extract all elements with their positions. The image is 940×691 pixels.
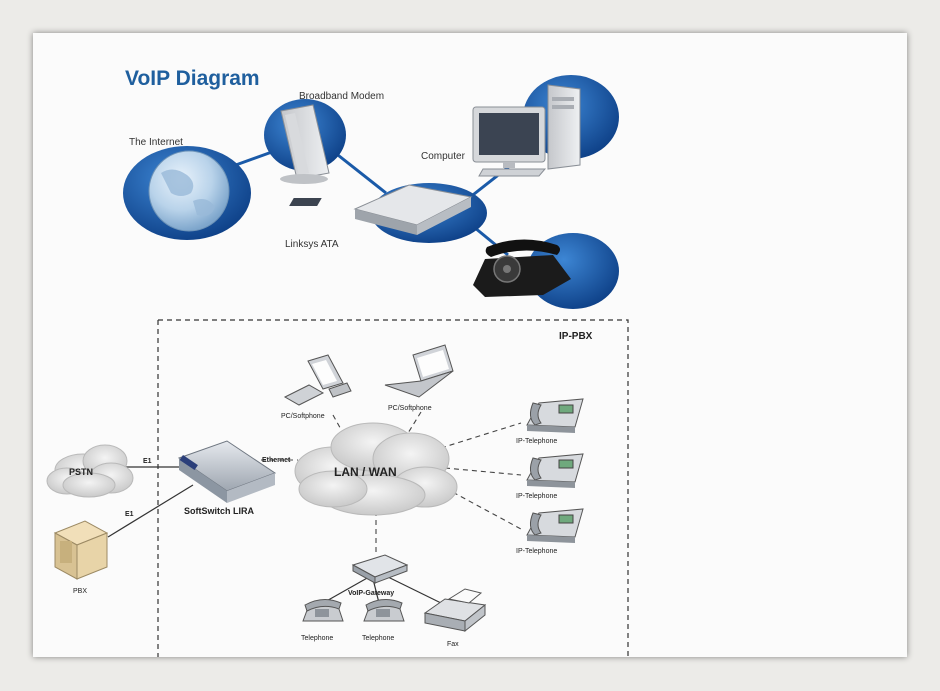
pc-softphone-icon-2 <box>384 344 454 398</box>
modem-icon <box>280 104 330 184</box>
label-ethernet: Ethernet <box>262 457 291 464</box>
label-e1-top: E1 <box>143 458 152 465</box>
computer-node <box>472 75 619 177</box>
fax-icon <box>423 588 487 633</box>
telephone-icon-1 <box>302 599 344 622</box>
label-telephone-2: Telephone <box>362 635 394 642</box>
ata-icon <box>289 184 473 235</box>
modem-node <box>264 99 346 184</box>
pstn-cloud <box>46 444 134 498</box>
ip-telephone-icon-1 <box>526 398 584 433</box>
lan-wan-cloud <box>294 422 458 516</box>
label-ata: Linksys ATA <box>285 239 339 250</box>
label-pc-2: PC/Softphone <box>388 405 432 412</box>
label-telephone-1: Telephone <box>301 635 333 642</box>
softswitch-icon <box>177 440 277 503</box>
telephone-icon-2 <box>363 599 405 622</box>
phone-node <box>473 233 619 309</box>
label-pc-1: PC/Softphone <box>281 413 325 420</box>
ip-telephone-icon-2 <box>526 453 584 488</box>
pstn-links <box>107 466 442 604</box>
label-lan-wan: LAN / WAN <box>334 465 397 479</box>
label-computer: Computer <box>421 151 466 162</box>
voip-gateway-icon <box>351 554 409 584</box>
label-ip-pbx: IP-PBX <box>559 331 593 342</box>
computer-icon <box>472 84 581 177</box>
label-modem: Broadband Modem <box>299 91 384 102</box>
ip-pbx-zone <box>157 319 629 657</box>
internet-node <box>123 146 251 240</box>
label-ip-telephone-2: IP-Telephone <box>516 493 557 500</box>
label-internet: The Internet <box>129 137 183 148</box>
ip-telephone-icon-3 <box>526 508 584 543</box>
lan-links <box>261 411 522 556</box>
label-e1-bottom: E1 <box>125 511 134 518</box>
label-pstn: PSTN <box>69 467 93 477</box>
label-pbx: PBX <box>73 588 87 595</box>
diagram-card: VoIP Diagram The Internet Broadband Mode… <box>33 33 907 657</box>
rotary-phone-icon <box>473 239 571 297</box>
label-softswitch: SoftSwitch LIRA <box>184 506 254 516</box>
label-fax: Fax <box>447 641 459 648</box>
diagram-canvas: VoIP Diagram The Internet Broadband Mode… <box>46 67 629 657</box>
label-ip-telephone-3: IP-Telephone <box>516 548 557 555</box>
top-title: VoIP Diagram <box>125 67 260 90</box>
label-ip-telephone-1: IP-Telephone <box>516 438 557 445</box>
ata-node <box>289 183 487 243</box>
label-voip-gateway: VoIP-Gateway <box>348 590 394 597</box>
pc-softphone-icon-1 <box>283 354 352 406</box>
pbx-icon <box>53 520 109 580</box>
